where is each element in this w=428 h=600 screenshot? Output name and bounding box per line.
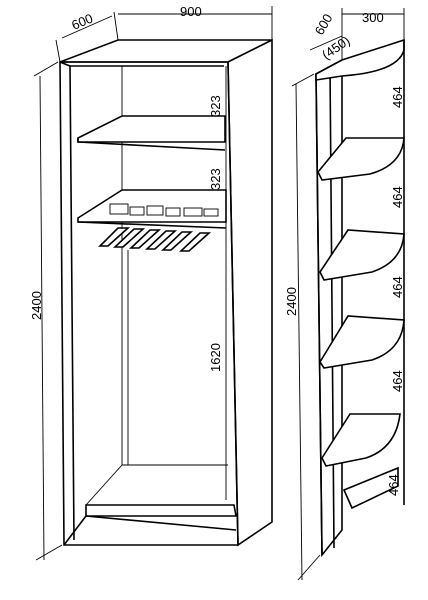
tie-rack-icon bbox=[109, 203, 219, 217]
corner-depth-label: 600 bbox=[312, 11, 336, 37]
wardrobe-front-frame bbox=[59, 61, 239, 546]
corner-section-label-5: 464 bbox=[386, 474, 401, 496]
corner-shelf-2 bbox=[319, 229, 405, 281]
corner-shelf-4 bbox=[321, 413, 401, 467]
corner-shelf-dimensions bbox=[291, 8, 405, 581]
corner-shelf-1 bbox=[317, 137, 405, 181]
wardrobe-hanging-height-label: 1620 bbox=[208, 343, 223, 372]
wardrobe-shelf-1 bbox=[77, 115, 226, 143]
wardrobe-dimensions bbox=[33, 6, 273, 561]
corner-shelf-3 bbox=[319, 315, 405, 369]
corner-height-label: 2400 bbox=[284, 287, 299, 316]
corner-width-label: 300 bbox=[362, 10, 384, 25]
corner-section-label-4: 464 bbox=[390, 370, 405, 392]
hanger-rail-icon bbox=[98, 227, 212, 252]
wardrobe-width-label: 900 bbox=[180, 4, 202, 19]
wardrobe-shelf-gap-2-label: 323 bbox=[208, 168, 223, 190]
wardrobe-height-label: 2400 bbox=[29, 291, 44, 320]
wardrobe-right-side bbox=[227, 38, 273, 547]
corner-shelf-unit bbox=[315, 38, 405, 558]
wardrobe-cabinet bbox=[59, 38, 273, 547]
wardrobe-depth-label: 600 bbox=[69, 10, 95, 32]
corner-back-panel bbox=[315, 58, 343, 558]
wardrobe-shelf-gap-1-label: 323 bbox=[208, 95, 223, 117]
corner-base bbox=[342, 466, 399, 510]
corner-section-label-2: 464 bbox=[390, 186, 405, 208]
corner-section-label-3: 464 bbox=[390, 276, 405, 298]
corner-section-label-1: 464 bbox=[390, 86, 405, 108]
wardrobe-bottom-panel bbox=[85, 504, 237, 517]
